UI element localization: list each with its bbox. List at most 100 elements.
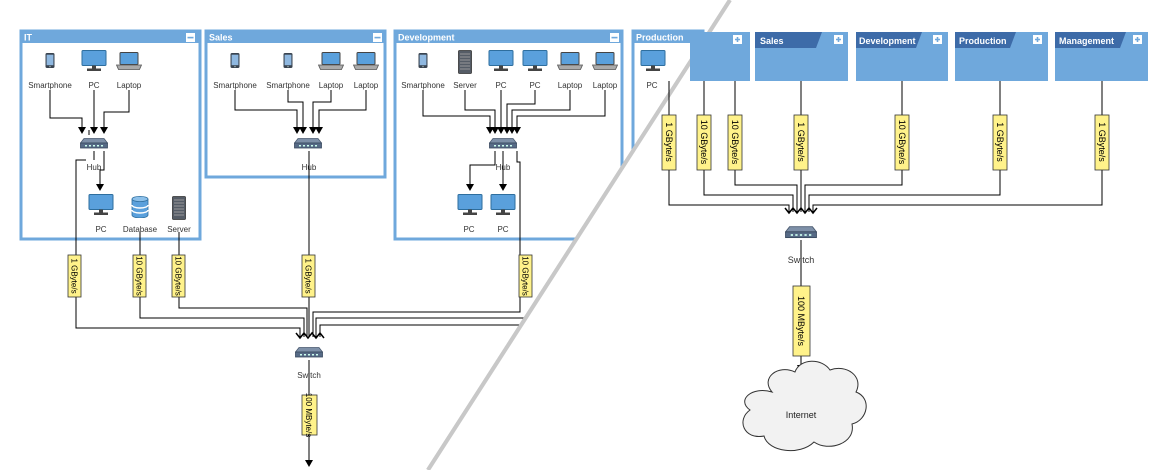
laptop-icon	[557, 52, 583, 70]
collapse-icon[interactable]	[186, 33, 195, 42]
expand-icon[interactable]	[933, 35, 942, 44]
pc-icon	[490, 194, 516, 216]
pc-icon	[522, 50, 548, 72]
hub-label: Hub	[87, 163, 102, 172]
device-label: Server	[167, 225, 191, 234]
group-title: Production	[636, 33, 684, 43]
switch-icon	[785, 226, 817, 239]
svg-text:10 GByte/s: 10 GByte/s	[730, 120, 740, 165]
device-label: PC	[497, 225, 508, 234]
group-title: Sales	[209, 33, 233, 43]
device-label: PC	[495, 81, 506, 90]
group-title: IT	[24, 33, 33, 43]
device-label: Smartphone	[266, 81, 310, 90]
right-group-development: Development	[856, 32, 948, 81]
svg-text:10 GByte/s: 10 GByte/s	[699, 120, 709, 165]
svg-text:1 GByte/s: 1 GByte/s	[796, 122, 806, 162]
link-label: 1 GByte/s	[793, 114, 809, 171]
svg-text:10 GByte/s: 10 GByte/s	[897, 120, 907, 165]
link-label: 10 GByte/s	[696, 114, 712, 171]
right-group-it-partial	[690, 32, 750, 81]
svg-text:1 GByte/s: 1 GByte/s	[995, 122, 1005, 162]
link-label: 10 GByte/s	[727, 114, 743, 171]
right-group-management: Management	[1055, 32, 1148, 81]
group-title: Development	[859, 36, 916, 46]
cloud-label: Internet	[786, 410, 817, 420]
server-icon	[172, 196, 186, 220]
right-group-sales: Sales	[755, 32, 848, 81]
hub-icon	[489, 138, 517, 149]
device-label: Laptop	[117, 81, 142, 90]
pc-icon	[640, 50, 666, 72]
smartphone-icon	[45, 53, 55, 68]
device-label: Database	[123, 225, 158, 234]
expand-icon[interactable]	[1133, 35, 1142, 44]
group-it: IT	[19, 29, 202, 241]
laptop-icon	[116, 52, 142, 70]
link-label: 1 GByte/s	[661, 114, 677, 171]
uplink-label: 100 MByte/s	[792, 285, 811, 357]
smartphone-icon	[230, 53, 240, 68]
svg-text:10 GByte/s: 10 GByte/s	[174, 256, 183, 296]
server-icon	[458, 50, 472, 74]
device-label: PC	[88, 81, 99, 90]
laptop-icon	[592, 52, 618, 70]
svg-text:1 GByte/s: 1 GByte/s	[304, 258, 313, 293]
svg-text:1 GByte/s: 1 GByte/s	[70, 258, 79, 293]
device-label: Server	[453, 81, 477, 90]
device-label: Smartphone	[401, 81, 445, 90]
pc-icon	[457, 194, 483, 216]
hub-icon	[294, 138, 322, 149]
link-label: 1 GByte/s	[1094, 114, 1110, 171]
left-link-labels: 1 GByte/s 10 GByte/s 10 GByte/s 1 GByte/…	[67, 254, 533, 298]
link-label: 10 GByte/s	[894, 114, 910, 171]
group-title: Development	[398, 33, 455, 43]
switch-label: Switch	[297, 371, 321, 380]
device-label: Laptop	[558, 81, 583, 90]
group-title: Production	[959, 36, 1007, 46]
device-label: Laptop	[593, 81, 618, 90]
svg-text:100 MByte/s: 100 MByte/s	[796, 296, 806, 347]
hub-icon	[80, 138, 108, 149]
link-label: 10 GByte/s	[518, 254, 533, 298]
expand-icon[interactable]	[1033, 35, 1042, 44]
svg-text:10 GByte/s: 10 GByte/s	[521, 256, 530, 296]
laptop-icon	[318, 52, 344, 70]
smartphone-icon	[283, 53, 293, 68]
collapse-icon[interactable]	[610, 33, 619, 42]
svg-text:1 GByte/s: 1 GByte/s	[1097, 122, 1107, 162]
collapse-icon[interactable]	[373, 33, 382, 42]
pc-icon	[88, 194, 114, 216]
group-title: Sales	[760, 36, 784, 46]
link-label: 1 GByte/s	[992, 114, 1008, 171]
database-icon	[131, 196, 149, 218]
svg-text:1 GByte/s: 1 GByte/s	[664, 122, 674, 162]
uplink-label: 100 MByte/s	[301, 393, 318, 437]
device-label: PC	[95, 225, 106, 234]
it-devices: Smartphone PC Laptop Hub PC Database Ser…	[28, 50, 191, 234]
cloud-icon: Internet	[742, 360, 867, 452]
device-label: Smartphone	[28, 81, 72, 90]
group-sales: Sales	[204, 29, 387, 179]
device-label: PC	[646, 81, 657, 90]
group-development: Development	[393, 29, 624, 241]
link-label: 1 GByte/s	[301, 254, 316, 298]
expand-icon[interactable]	[834, 35, 843, 44]
link-label: 10 GByte/s	[132, 254, 147, 298]
right-group-production: Production	[955, 32, 1048, 81]
smartphone-icon	[418, 53, 428, 68]
link-label: 1 GByte/s	[67, 254, 82, 298]
expand-icon[interactable]	[733, 35, 742, 44]
group-title: Management	[1059, 36, 1114, 46]
development-devices: Smartphone Server PC PC Laptop Laptop Hu…	[401, 50, 618, 255]
svg-text:10 GByte/s: 10 GByte/s	[135, 256, 144, 296]
pc-icon	[81, 50, 107, 72]
device-label: PC	[463, 225, 474, 234]
pc-icon	[488, 50, 514, 72]
switch-label: Switch	[788, 255, 815, 265]
device-label: Laptop	[319, 81, 344, 90]
switch-icon	[295, 347, 323, 358]
device-label: Laptop	[354, 81, 379, 90]
laptop-icon	[353, 52, 379, 70]
